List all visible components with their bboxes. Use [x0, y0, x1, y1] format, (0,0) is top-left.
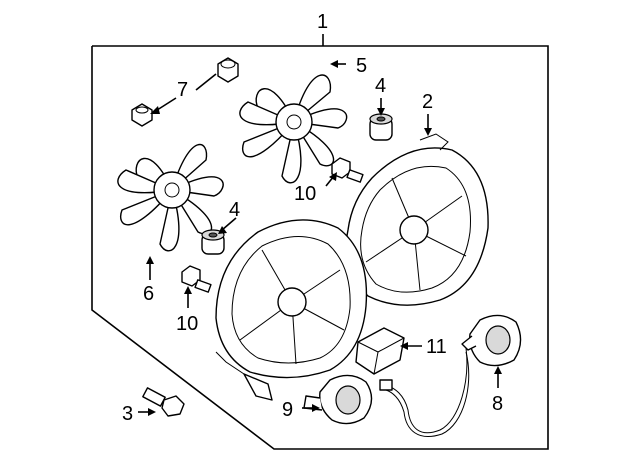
arrow-10b [184, 286, 192, 294]
callout-7: 7 [177, 79, 188, 101]
fan-control-module [355, 327, 405, 375]
arrow-5 [330, 60, 338, 68]
fan-blade-left [117, 143, 224, 252]
callout-4-upper: 4 [375, 75, 386, 97]
wire-connector [379, 379, 393, 391]
bolt-10-upper [331, 157, 364, 183]
fan-motor-left [303, 374, 373, 425]
callout-11: 11 [426, 336, 447, 358]
wire-harness [387, 347, 468, 434]
arrow-9 [312, 404, 320, 412]
callout-8: 8 [492, 393, 503, 415]
arrow-4a [377, 108, 385, 116]
leader-4b [221, 217, 237, 231]
grommet-lower [201, 229, 225, 255]
arrow-11 [400, 342, 408, 350]
arrow-4b [218, 226, 227, 234]
callout-1: 1 [317, 11, 328, 33]
arrow-6 [146, 256, 154, 264]
grommet-upper [369, 113, 393, 141]
callout-2: 2 [422, 91, 433, 113]
fan-motor-right [461, 314, 522, 367]
arrow-7b [150, 106, 160, 114]
leader-7a [195, 73, 217, 91]
bolt-10-lower [181, 265, 212, 293]
arrow-3 [148, 408, 156, 416]
callout-10-lower: 10 [176, 313, 198, 335]
fan-shroud [215, 133, 489, 401]
callout-3: 3 [122, 403, 133, 425]
arrow-2 [424, 128, 432, 136]
callout-9: 9 [282, 399, 293, 421]
callout-6: 6 [143, 283, 154, 305]
arrow-8 [494, 366, 502, 374]
callout-4-lower: 4 [229, 199, 240, 221]
callout-5: 5 [356, 55, 367, 77]
nut-7 [131, 57, 239, 127]
bolt-3 [142, 387, 185, 417]
arrow-10a [329, 172, 337, 181]
assembly-outline [91, 45, 549, 450]
callout-10-upper: 10 [294, 183, 316, 205]
fan-blade-upper [239, 74, 348, 184]
